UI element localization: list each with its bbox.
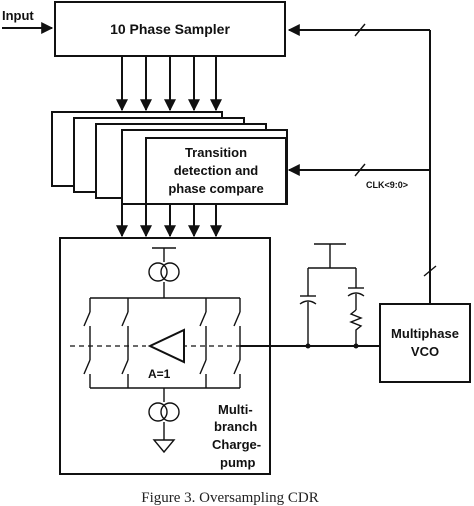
figure-caption: Figure 3. Oversampling CDR [141, 490, 319, 506]
sampler-output-arrows [116, 56, 222, 112]
vco-label-line1: Multiphase [391, 326, 459, 341]
clk-label: CLK<9:0> [366, 180, 408, 190]
transition-detection-stack [51, 111, 288, 205]
upper-switch-rail [83, 297, 241, 346]
lower-switch-rail [83, 346, 241, 389]
phase-sampler-label: 10 Phase Sampler [110, 21, 230, 37]
top-current-source [148, 247, 180, 298]
loop-filter [299, 243, 365, 346]
transition-detection-block [145, 137, 287, 205]
chargepump-label-line3: Charge- [212, 437, 261, 452]
bottom-current-source [148, 388, 180, 440]
transition-label-line1: Transition [185, 145, 247, 160]
multiphase-vco-block [379, 303, 471, 383]
chargepump-label-line2: branch [214, 419, 257, 434]
clock-feedback-path [287, 23, 437, 304]
transition-label-line2: detection and [174, 163, 259, 178]
chargepump-label-line4: pump [220, 455, 255, 470]
transition-label-line3: phase compare [168, 181, 263, 196]
unity-buffer [147, 328, 185, 364]
vco-label-line2: VCO [411, 344, 439, 359]
input-label: Input [2, 8, 34, 23]
chargepump-label-line1: Multi- [218, 402, 253, 417]
transition-output-arrows [116, 204, 222, 238]
ground-icon [152, 439, 176, 454]
buffer-label: A=1 [148, 367, 171, 381]
